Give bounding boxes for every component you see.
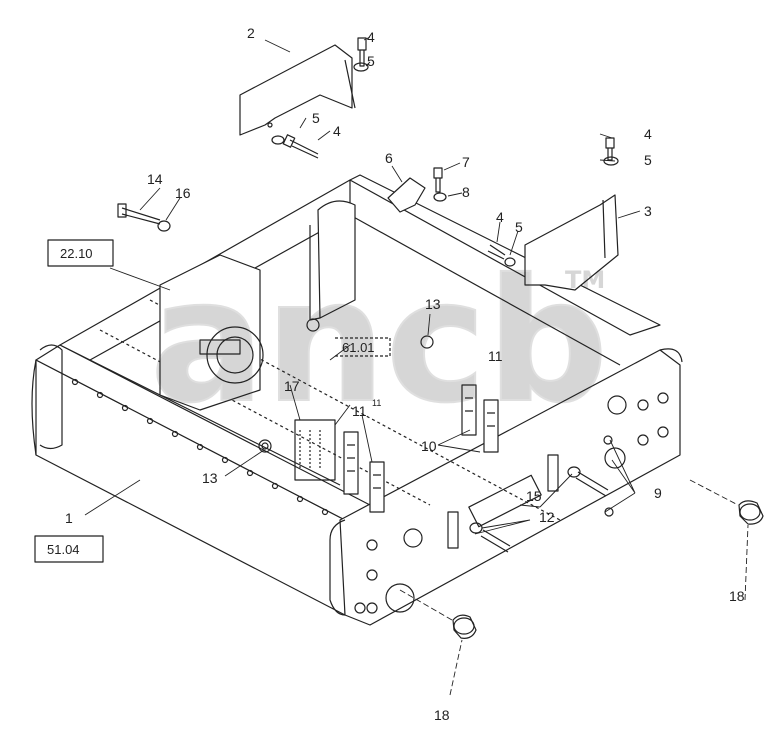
callout-10: 10	[421, 438, 437, 454]
reference-labels: 22.10 61.01 51.04	[47, 246, 375, 557]
ref-61-01: 61.01	[342, 340, 375, 355]
leader-lines	[84, 36, 749, 696]
callout-4-left: 4	[333, 123, 341, 139]
watermark-tm: TM	[565, 266, 605, 294]
ref-51-04: 51.04	[47, 542, 80, 557]
ref-22-10: 22.10	[60, 246, 93, 261]
callout-5-top: 5	[367, 53, 375, 69]
callout-16: 16	[175, 185, 191, 201]
callout-4-top: 4	[367, 29, 375, 45]
ref-box-22-10	[47, 239, 114, 267]
frame-body	[31, 174, 683, 626]
callout-14: 14	[147, 171, 163, 187]
callout-11-small: 11	[372, 398, 381, 408]
ref-box-61-01	[335, 337, 391, 357]
cover-plate-2	[239, 44, 356, 136]
callout-8: 8	[462, 184, 470, 200]
callout-1: 1	[65, 510, 73, 526]
front-wall-holes	[71, 378, 329, 516]
slotted-plates	[343, 384, 559, 549]
callout-11-left: 11	[352, 403, 367, 419]
callout-18-bottom: 18	[434, 707, 450, 723]
callout-11-right: 11	[488, 348, 503, 364]
end-plate-holes	[354, 392, 669, 614]
callout-15: 15	[526, 488, 542, 504]
watermark: ancb TM	[149, 242, 609, 442]
watermark-text: ancb	[150, 243, 608, 441]
ref-box-51-04	[34, 535, 104, 563]
callout-18-right: 18	[729, 588, 745, 604]
callout-2: 2	[247, 25, 255, 41]
callout-5-mid: 5	[515, 219, 523, 235]
callout-12: 12	[539, 509, 555, 525]
callout-4-mid: 4	[496, 209, 504, 225]
callout-3: 3	[644, 203, 652, 219]
callout-17: 17	[284, 378, 300, 394]
cover-plate-3	[524, 194, 619, 291]
callout-13-top: 13	[425, 296, 441, 312]
callout-13-bottom: 13	[202, 470, 218, 486]
callout-7: 7	[462, 154, 470, 170]
callout-5-right: 5	[644, 152, 652, 168]
callout-5-left: 5	[312, 110, 320, 126]
callout-4-right: 4	[644, 126, 652, 142]
bracket-6	[387, 177, 426, 213]
cap-plugs-18	[452, 500, 764, 639]
callout-9: 9	[654, 485, 662, 501]
callout-6: 6	[385, 150, 393, 166]
callout-labels: 2 4 5 5 4 4 5 3 6 7 8 4 5 14 16 13 11 17…	[65, 25, 745, 723]
